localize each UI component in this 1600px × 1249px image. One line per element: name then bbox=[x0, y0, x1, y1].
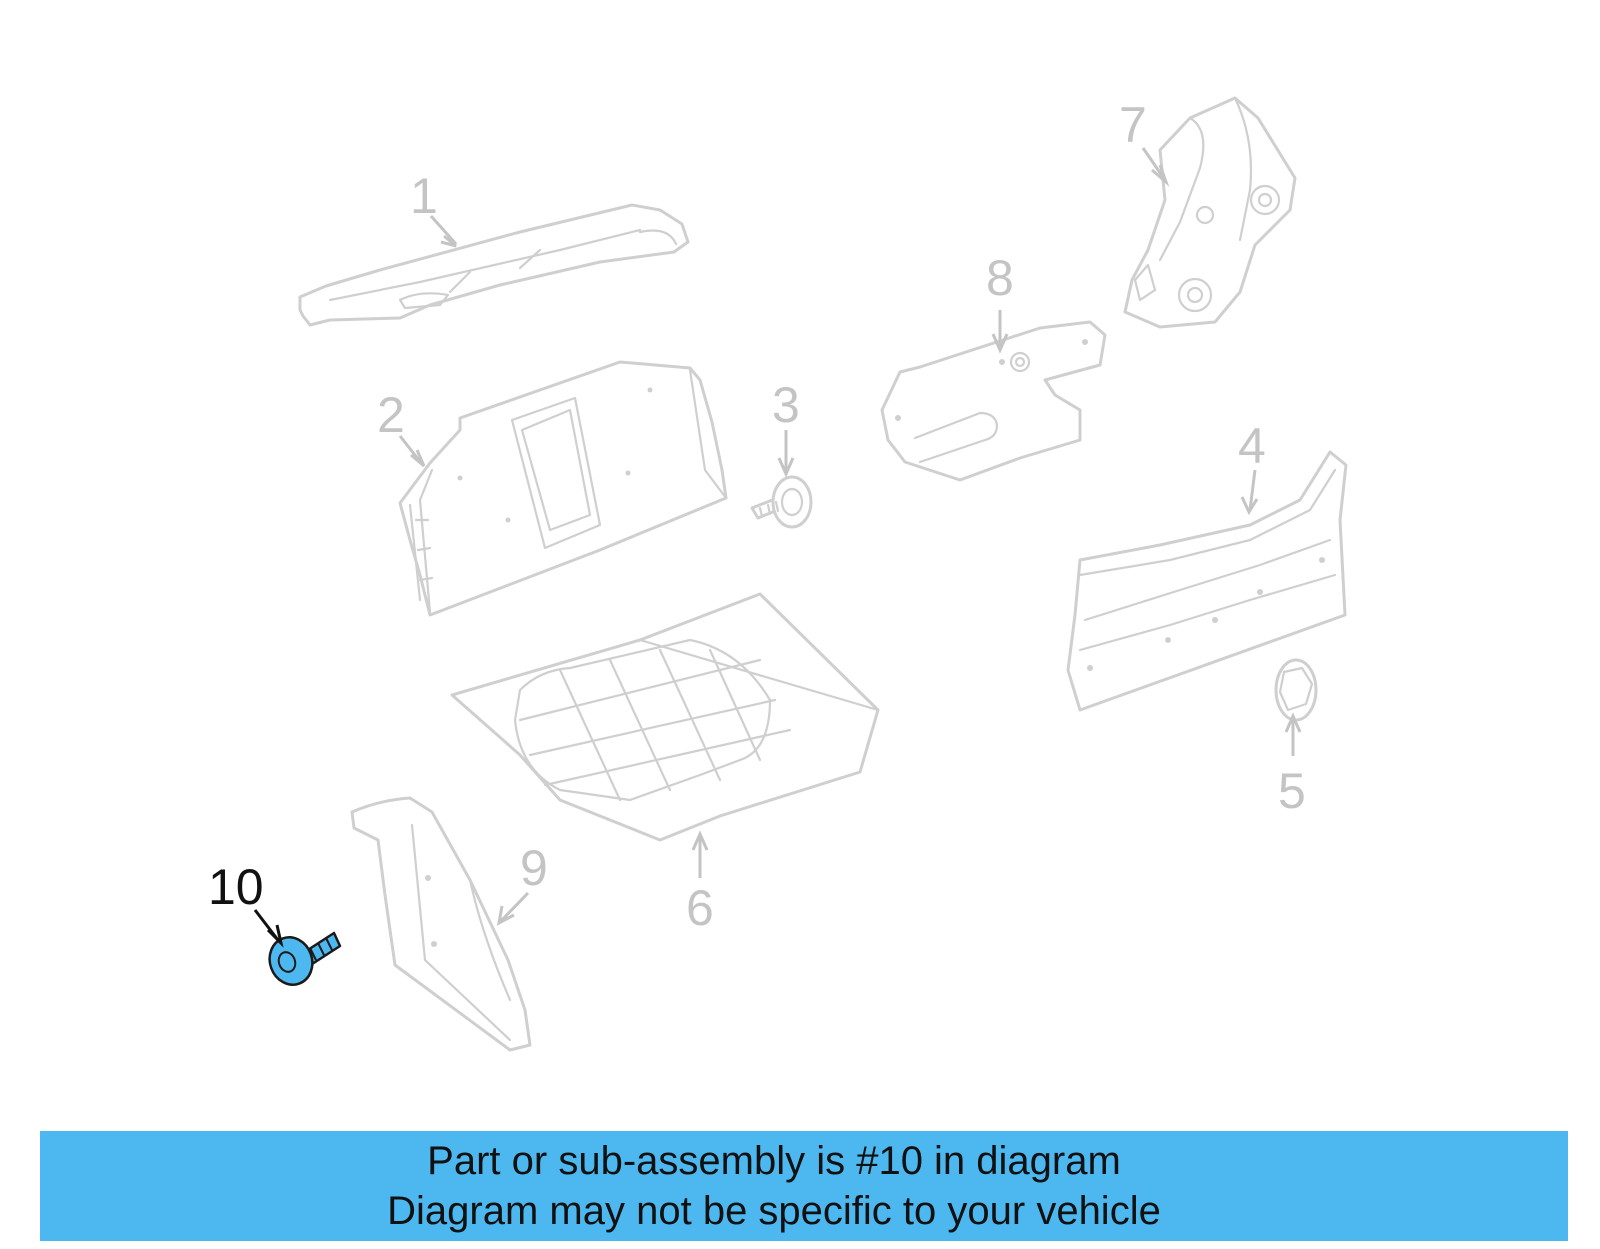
part-6-trunk-mat bbox=[450, 592, 880, 842]
callout-10: 10 bbox=[208, 859, 264, 915]
part-3-push-clip bbox=[750, 475, 813, 529]
part-7-quarter-trim bbox=[1123, 96, 1297, 329]
part-10-screw-highlighted bbox=[268, 931, 342, 986]
part-4-sill-plate bbox=[1066, 450, 1348, 712]
part-5-retainer-nut bbox=[1274, 658, 1318, 722]
callout-6: 6 bbox=[686, 880, 714, 936]
leader-lines bbox=[253, 147, 1302, 948]
callout-2: 2 bbox=[377, 387, 405, 443]
part-8-trim-panel bbox=[880, 320, 1107, 482]
callout-9: 9 bbox=[520, 840, 548, 896]
callout-5: 5 bbox=[1278, 763, 1306, 819]
callout-1: 1 bbox=[410, 168, 438, 224]
callout-3: 3 bbox=[772, 377, 800, 433]
callout-8: 8 bbox=[986, 250, 1014, 306]
callout-4: 4 bbox=[1238, 418, 1266, 474]
banner-line-2: Diagram may not be specific to your vehi… bbox=[387, 1189, 1161, 1233]
part-2-seat-back-panel bbox=[398, 360, 728, 617]
callout-7: 7 bbox=[1119, 97, 1147, 153]
part-9-side-trim bbox=[350, 796, 532, 1052]
banner-line-1: Part or sub-assembly is #10 in diagram bbox=[427, 1139, 1121, 1183]
part-1-package-shelf bbox=[298, 203, 690, 327]
info-banner: Part or sub-assembly is #10 in diagram D… bbox=[40, 1131, 1568, 1241]
